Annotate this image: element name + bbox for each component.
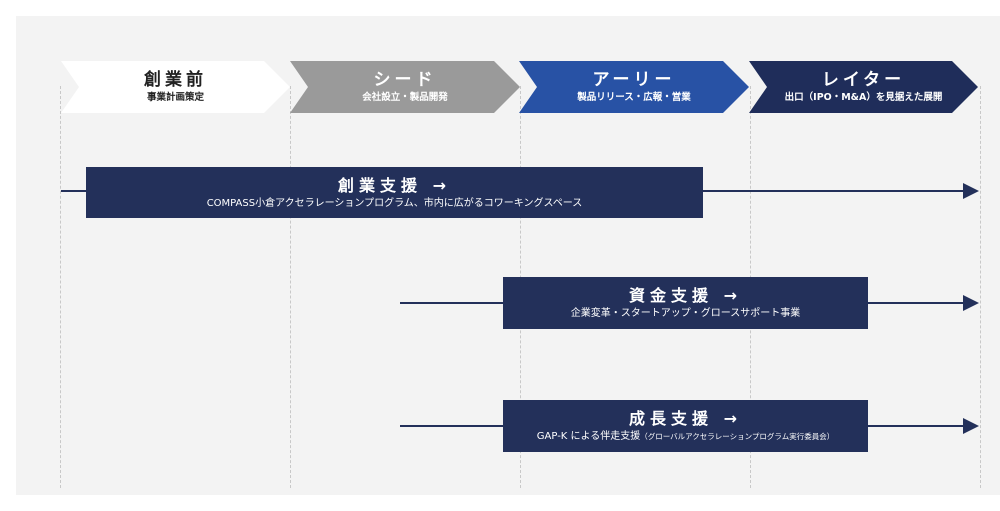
stage-subtitle: 事業計画策定 [146, 92, 204, 103]
support-founding-box: 創業支援 → COMPASS小倉アクセラレーションプログラム、市内に広がるコワー… [86, 167, 703, 218]
chevron-shape [749, 61, 978, 113]
arrowhead-icon [963, 295, 979, 311]
stage-title: アーリー [592, 70, 676, 90]
stage-divider-line [60, 86, 61, 488]
stage-subtitle: 会社設立・製品開発 [362, 92, 448, 103]
stage-seed: シード 会社設立・製品開発 [290, 61, 520, 113]
support-subtitle-line: GAP-K による伴走支援（グローバルアクセラレーションプログラム実行委員会） [537, 430, 834, 444]
support-subtitle-note: （グローバルアクセラレーションプログラム実行委員会） [640, 432, 835, 441]
chevron-shape [61, 61, 290, 113]
support-funding-box: 資金支援 → 企業変革・スタートアップ・グロースサポート事業 [503, 277, 868, 329]
stage-early: アーリー 製品リリース・広報・営業 [519, 61, 749, 113]
support-growth-box: 成長支援 → GAP-K による伴走支援（グローバルアクセラレーションプログラム… [503, 400, 868, 452]
stage-subtitle: 出口（IPO・M&A）を見据えた展開 [784, 92, 943, 103]
stage-title: レイター [821, 70, 906, 90]
chevron-shape [290, 61, 520, 113]
stage-later: レイター 出口（IPO・M&A）を見据えた展開 [749, 61, 978, 113]
support-subtitle: 企業変革・スタートアップ・グロースサポート事業 [570, 308, 801, 319]
support-subtitle: GAP-K による伴走支援 [536, 431, 641, 442]
stage-divider-line [290, 86, 291, 488]
stage-pre-founding: 創業前 事業計画策定 [61, 61, 290, 113]
stage-title: 創業前 [144, 70, 207, 90]
support-title: 成長支援 → [629, 409, 742, 428]
arrowhead-icon [963, 418, 979, 434]
support-subtitle: COMPASS小倉アクセラレーションプログラム、市内に広がるコワーキングスペース [206, 197, 583, 209]
stage-subtitle: 製品リリース・広報・営業 [577, 92, 691, 103]
support-title: 創業支援 → [338, 175, 451, 195]
arrowhead-icon [963, 183, 979, 199]
chevron-shape [519, 61, 749, 113]
support-title: 資金支援 → [629, 286, 742, 305]
stage-title: シード [373, 70, 437, 90]
stage-divider-line [980, 86, 981, 488]
